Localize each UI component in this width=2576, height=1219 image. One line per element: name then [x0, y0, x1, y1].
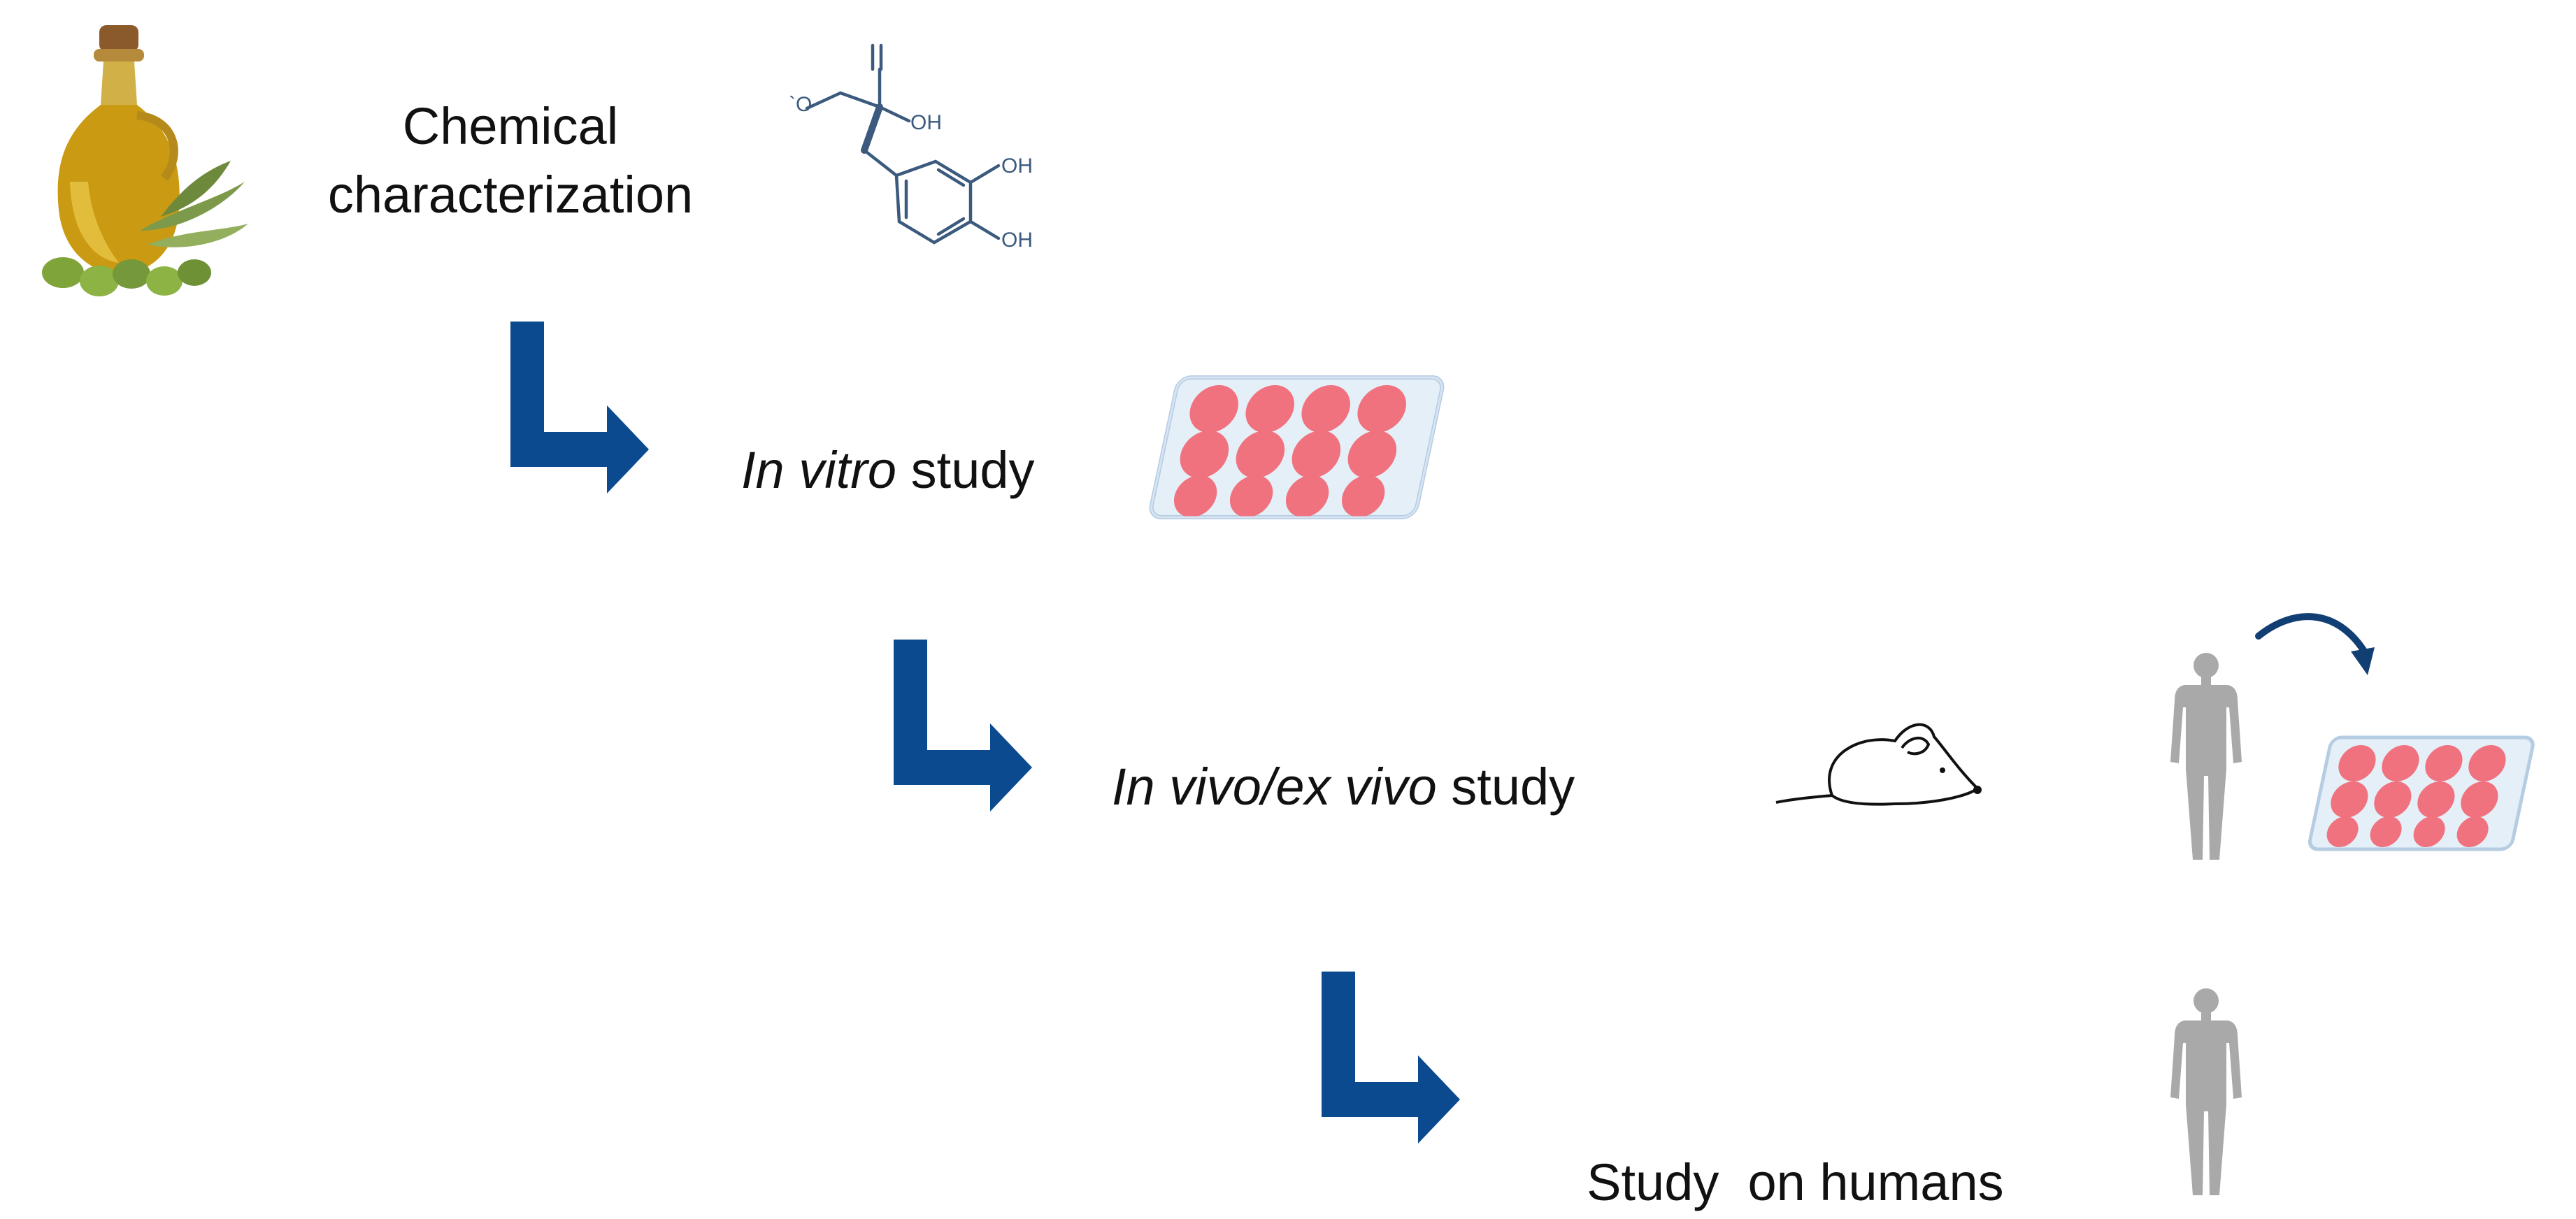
olive-oil-bottle-icon	[42, 25, 248, 296]
curved-arrow-icon	[2255, 613, 2375, 675]
step-arrow-2-icon	[894, 640, 1032, 812]
cell-culture-plate-icon	[1149, 375, 1445, 519]
step1-label: Chemical characterization	[327, 97, 694, 224]
step4-label: Study on humans	[1587, 1153, 2004, 1211]
human-figure-icon	[2170, 988, 2242, 1195]
svg-text:OH: OH	[1001, 154, 1033, 178]
cell-culture-plate-icon	[2307, 735, 2535, 851]
svg-text:`O: `O	[789, 93, 812, 116]
step2-label: In vitro study	[741, 441, 1035, 499]
step-arrow-1-icon	[510, 322, 649, 493]
svg-text:OH: OH	[910, 111, 942, 134]
mouse-icon	[1775, 723, 1982, 806]
step-arrow-3-icon	[1322, 972, 1460, 1144]
molecule-structure-icon: `O OH OH OH	[789, 43, 1033, 252]
svg-text:OH: OH	[1001, 229, 1033, 252]
human-figure-icon	[2170, 653, 2242, 860]
step3-label: In vivo/ex vivo study	[1112, 758, 1575, 816]
